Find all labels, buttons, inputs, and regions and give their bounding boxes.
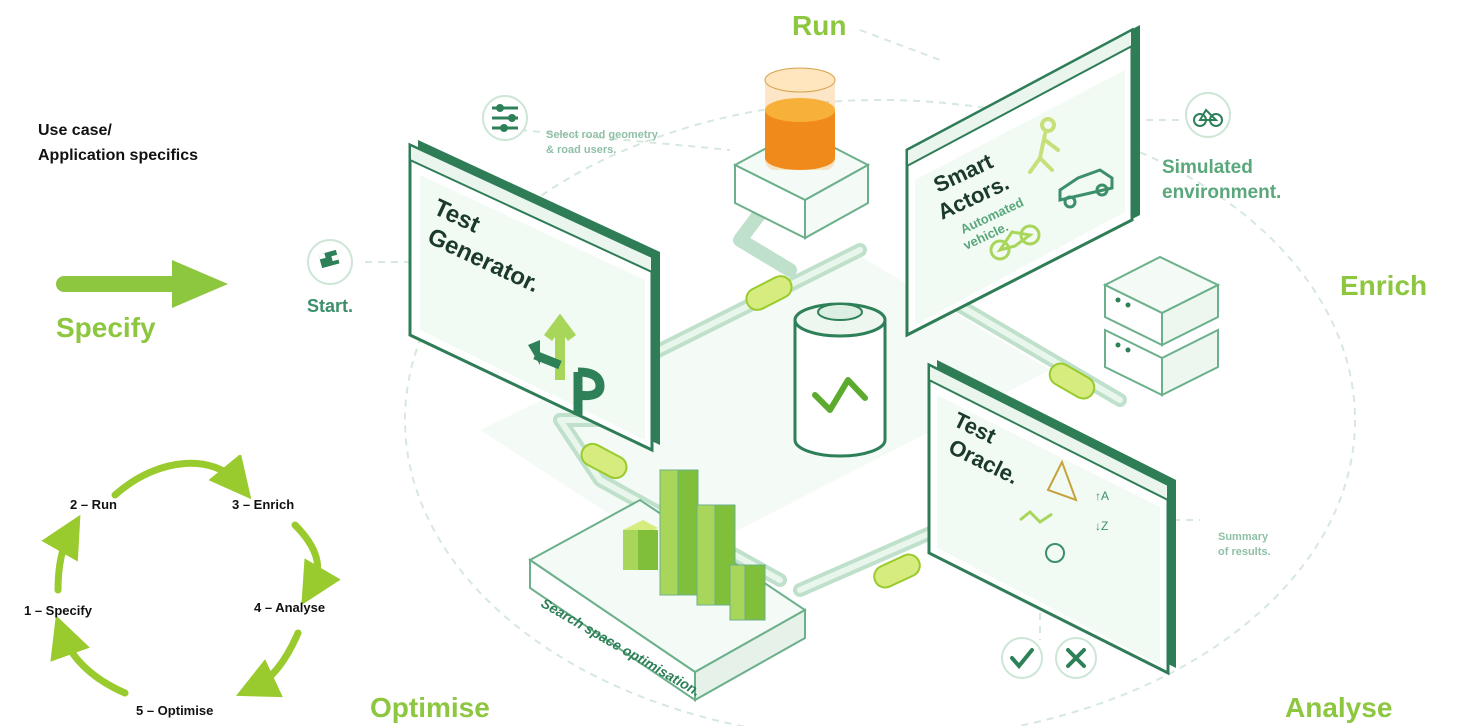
select-line2: & road users.	[546, 144, 617, 156]
svg-text:↑A: ↑A	[1095, 489, 1109, 503]
pipe-capsules	[580, 275, 1096, 589]
use-case-line2: Application specifics	[38, 147, 199, 164]
cycle-label-specify: 1 – Specify	[24, 603, 92, 618]
stage-label-run: Run	[792, 10, 847, 41]
select-line1: Select road geometry	[546, 129, 658, 141]
car-icon	[1058, 168, 1114, 209]
simulated-line1: Simulated	[1162, 157, 1253, 178]
cross-icon	[1055, 637, 1097, 679]
summary-line1: Summary	[1218, 531, 1269, 543]
bar-chart-icon	[528, 469, 807, 702]
pedestrian-icon	[1028, 117, 1060, 174]
cycle-label-run: 2 – Run	[70, 497, 117, 512]
cycle-label-analyse: 4 – Analyse	[254, 600, 326, 615]
specify-arrow-icon	[56, 260, 228, 308]
stage-label-analyse: Analyse	[1285, 692, 1393, 723]
bicycle-panel-icon	[989, 224, 1041, 261]
run-processor	[732, 67, 871, 240]
sliders-icon	[482, 95, 528, 141]
cycle-label-optimise: 5 – Optimise	[136, 703, 214, 718]
test-oracle-panel: ↑A ↓Z	[927, 360, 1176, 676]
cycle-arrows	[41, 455, 341, 698]
checkmark-icon	[1001, 637, 1043, 679]
checkered-flag-icon	[307, 239, 353, 285]
simulated-line2: environment.	[1162, 182, 1282, 203]
start-label: Start.	[307, 296, 354, 316]
summary-text: Summary of results.	[1218, 530, 1271, 560]
battery-icon	[793, 302, 887, 458]
use-case-text: Use case/ Application specifics	[38, 118, 198, 168]
simulated-environment-text: Simulated environment.	[1162, 155, 1281, 205]
svg-text:↓Z: ↓Z	[1095, 519, 1108, 533]
smart-actors-panel	[905, 25, 1140, 338]
stage-label-optimise: Optimise	[370, 692, 490, 723]
select-road-text: Select road geometry & road users.	[546, 128, 658, 158]
stage-label-enrich: Enrich	[1340, 270, 1428, 301]
stage-label-specify: Specify	[56, 312, 156, 343]
cycle-label-enrich: 3 – Enrich	[232, 497, 295, 512]
use-case-line1: Use case/	[38, 122, 112, 139]
test-generator-panel	[408, 140, 660, 453]
server-icon	[1102, 255, 1221, 397]
bicycle-icon	[1185, 92, 1231, 138]
summary-line2: of results.	[1218, 546, 1271, 558]
